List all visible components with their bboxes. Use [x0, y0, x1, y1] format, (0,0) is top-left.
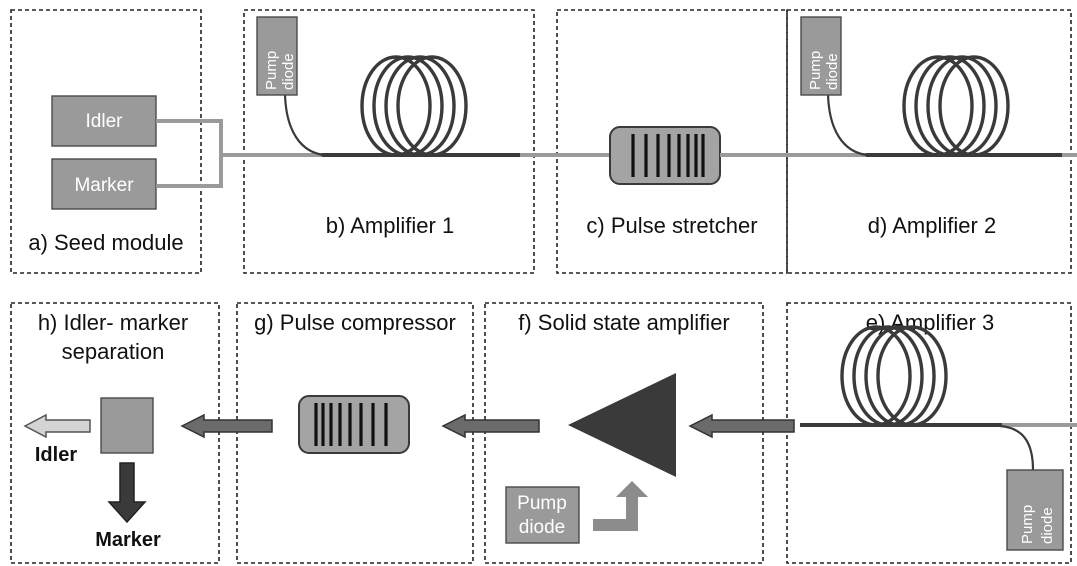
idler-source-box: [51, 95, 157, 147]
amplifier-2-frame: [786, 9, 1072, 274]
pulse-stretcher-frame: [556, 9, 788, 274]
separation-label-line2: separation: [62, 339, 165, 364]
pulse-stretcher-label: c) Pulse stretcher: [586, 213, 757, 238]
pump-bend-arrow: [593, 481, 648, 531]
pulse-compressor-grating: [298, 395, 410, 454]
svg-text:diode: diode: [1039, 507, 1056, 544]
idler-source-label: Idler: [86, 111, 124, 132]
beam-arrow-compressor-to-separation: [180, 413, 273, 439]
solid-state-pump-diode: [505, 486, 580, 544]
pulse-compressor-frame: [236, 302, 474, 564]
seed-module-frame: [10, 9, 202, 274]
amp1-fiber-coil: [360, 55, 468, 157]
amplifier-2-label: d) Amplifier 2: [868, 213, 996, 238]
amp1-pump-diode: Pump diode: [256, 16, 298, 96]
svg-text:diode: diode: [280, 53, 297, 90]
amp2-pump-diode: Pump diode: [800, 16, 842, 96]
separator-element: [100, 397, 154, 454]
solid-state-pump-label-1: Pump: [517, 493, 567, 514]
amplifier-1-label: b) Amplifier 1: [326, 213, 454, 238]
svg-text:Pump: Pump: [807, 51, 824, 90]
svg-text:diode: diode: [824, 53, 841, 90]
amplifier-3-frame: [786, 302, 1072, 564]
solid-state-pump-label-2: diode: [519, 517, 566, 538]
svg-text:Pump: Pump: [1019, 505, 1036, 544]
beam-arrow-solid-state-to-compressor: [441, 413, 540, 439]
seed-module-label: a) Seed module: [28, 230, 183, 255]
separation-label-line1: h) Idler- marker: [38, 310, 188, 335]
seed-combiner-fiber: [156, 119, 244, 188]
amp3-pump-diode: Pump diode: [1006, 469, 1064, 551]
svg-text:Pump: Pump: [263, 51, 280, 90]
beam-arrow-amp3-to-solid-state: [688, 413, 795, 439]
amp2-pump-lead: [826, 93, 868, 157]
solid-state-frame: [484, 302, 764, 564]
amp3-fiber-coil: [840, 325, 948, 427]
amplifier-1-frame: [243, 9, 535, 274]
amp3-pump-lead: [999, 424, 1035, 471]
marker-source-label: Marker: [74, 175, 134, 196]
marker-output-label: Marker: [95, 529, 161, 551]
amp2-fiber-coil: [902, 55, 1010, 157]
pulse-compressor-label: g) Pulse compressor: [254, 310, 456, 335]
separation-frame: [10, 302, 220, 564]
marker-output-arrow: [107, 462, 147, 524]
idler-output-label: Idler: [35, 444, 77, 466]
idler-output-arrow: [23, 413, 91, 439]
gain-medium-triangle: [568, 373, 676, 477]
marker-source-box: [51, 158, 157, 210]
solid-state-amplifier-label: f) Solid state amplifier: [518, 310, 730, 335]
amp1-pump-lead: [283, 93, 325, 157]
pulse-stretcher-grating: [609, 126, 721, 185]
